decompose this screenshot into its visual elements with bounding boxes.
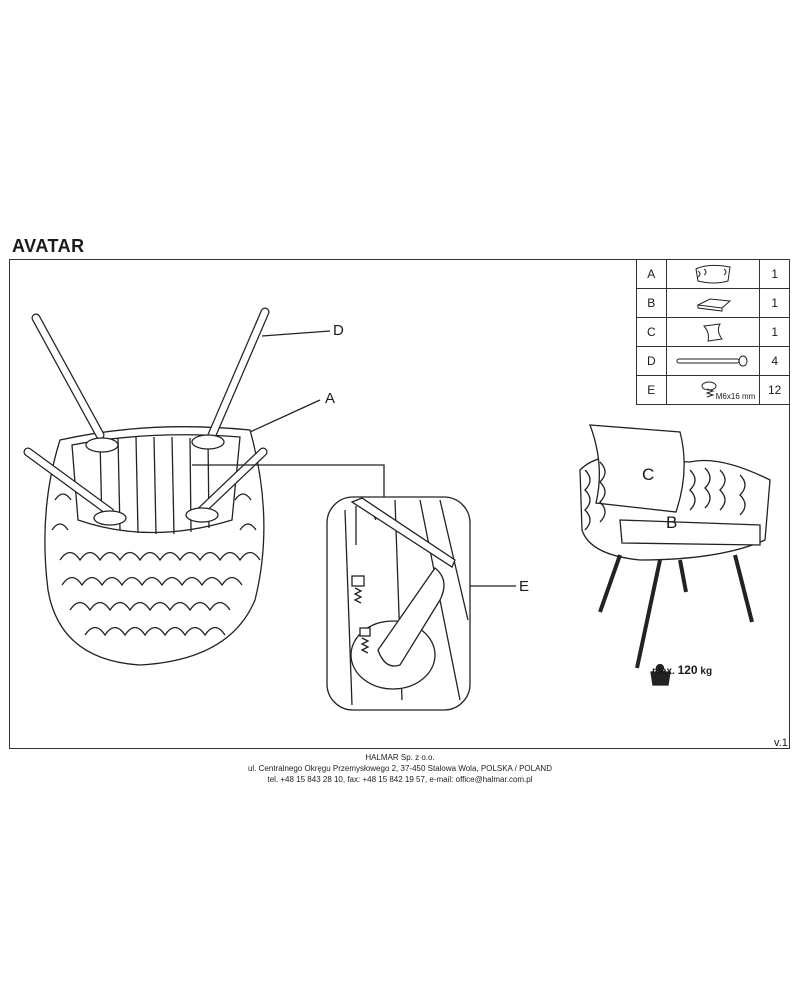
max-weight-label: max. 120 kg bbox=[652, 663, 712, 677]
weight-icon bbox=[650, 671, 671, 686]
footer: HALMAR Sp. z o.o. ul. Centralnego Okręgu… bbox=[0, 752, 800, 785]
back-cushion-icon bbox=[665, 317, 761, 347]
parts-table: A 1 B 1 C 1 D 4 E M6x16 mm 12 bbox=[636, 259, 790, 405]
max-weight-unit: kg bbox=[700, 666, 713, 677]
callout-label-c: C bbox=[642, 465, 655, 484]
instruction-frame bbox=[9, 259, 790, 749]
parts-row: B 1 bbox=[636, 288, 790, 318]
parts-row: C 1 bbox=[636, 317, 790, 347]
part-letter: E bbox=[636, 375, 667, 405]
parts-row: D 4 bbox=[636, 346, 790, 376]
callout-label-d: D bbox=[333, 322, 344, 339]
part-letter: C bbox=[636, 317, 667, 347]
version-label: v.1 bbox=[774, 737, 788, 749]
parts-row: E M6x16 mm 12 bbox=[636, 375, 790, 405]
document-title: AVATAR bbox=[12, 236, 85, 256]
part-letter: B bbox=[636, 288, 667, 318]
part-letter: D bbox=[636, 346, 667, 376]
part-quantity: 1 bbox=[759, 288, 790, 318]
part-quantity: 4 bbox=[759, 346, 790, 376]
footer-company: HALMAR Sp. z o.o. bbox=[365, 753, 435, 762]
part-letter: A bbox=[636, 259, 667, 289]
chair-upside-down-drawing bbox=[23, 307, 270, 666]
screw-size-note: M6x16 mm bbox=[715, 392, 756, 401]
screw-detail-drawing bbox=[326, 496, 471, 711]
armchair-frame-icon bbox=[665, 259, 761, 289]
callout-label-a: A bbox=[325, 390, 336, 407]
callout-label-e: E bbox=[519, 578, 530, 595]
leg-icon bbox=[665, 346, 761, 376]
footer-contact: tel. +48 15 843 28 10, fax: +48 15 842 1… bbox=[267, 775, 533, 784]
max-weight-prefix: max. bbox=[652, 666, 675, 677]
callout-label-b: B bbox=[666, 513, 678, 532]
part-quantity: 1 bbox=[759, 259, 790, 289]
footer-address: ul. Centralnego Okręgu Przemysłowego 2, … bbox=[247, 764, 552, 773]
part-quantity: 1 bbox=[759, 317, 790, 347]
assembled-chair-drawing bbox=[579, 424, 771, 669]
max-weight-value: 120 bbox=[677, 663, 698, 677]
seat-cushion-icon bbox=[665, 288, 761, 318]
parts-row: A 1 bbox=[636, 259, 790, 289]
screw-icon: M6x16 mm bbox=[665, 375, 761, 405]
part-quantity: 12 bbox=[759, 375, 790, 405]
